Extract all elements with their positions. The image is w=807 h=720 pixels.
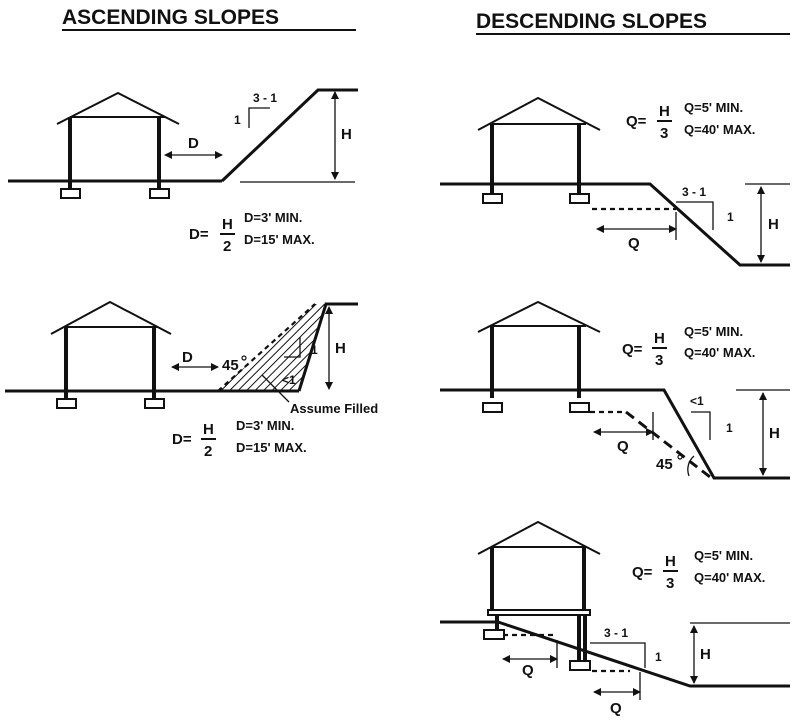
rise-label: 1	[727, 210, 734, 224]
slope-ratio-label: 3 - 1	[604, 626, 628, 640]
height-label: H	[768, 216, 779, 233]
slope-ratio-symbol	[590, 642, 646, 668]
svg-text:3: 3	[655, 352, 663, 369]
descending-title-group: DESCENDING SLOPES	[476, 10, 790, 35]
setback-formula: Q= H 3 Q=5' MIN. Q=40' MAX.	[622, 324, 755, 369]
assumed-fill-area	[218, 304, 326, 391]
height-label: H	[341, 126, 352, 143]
setback-formula: D= H 2 D=3' MIN. D=15' MAX.	[189, 210, 315, 255]
rise-label: 1	[234, 113, 241, 127]
setback-lower-label: Q	[610, 700, 622, 717]
svg-text:D=3' MIN.: D=3' MIN.	[236, 418, 294, 433]
svg-text:D=15' MAX.: D=15' MAX.	[244, 232, 315, 247]
descending-slope	[440, 388, 790, 480]
house-icon	[477, 520, 601, 671]
ascending-slope	[220, 88, 358, 183]
height-label: H	[700, 646, 711, 663]
svg-text:3: 3	[666, 575, 674, 592]
ascending-diagram-2: D 45 H 1 <1 Assume Filled D= H 2 D=3' MI…	[5, 300, 378, 460]
slope-ratio-symbol	[691, 411, 711, 440]
svg-text:Q=40' MAX.: Q=40' MAX.	[694, 570, 765, 585]
svg-text:H: H	[203, 421, 214, 438]
descending-diagram-2: Q <1 1 45 H Q= H 3 Q=5' MIN. Q=40' MAX.	[440, 300, 790, 480]
ascending-slopes-title: ASCENDING SLOPES	[62, 6, 279, 29]
rise-label: 1	[655, 650, 662, 664]
slope-ratio-label: <1	[282, 373, 296, 387]
setback-formula: D= H 2 D=3' MIN. D=15' MAX.	[172, 418, 307, 460]
svg-text:Q=5' MIN.: Q=5' MIN.	[684, 100, 743, 115]
setback-formula: Q= H 3 Q=5' MIN. Q=40' MAX.	[626, 100, 755, 142]
setback-upper-label: Q	[522, 662, 534, 679]
svg-text:D=15' MAX.: D=15' MAX.	[236, 440, 307, 455]
svg-text:Q=: Q=	[626, 113, 647, 130]
rise-label: 1	[311, 343, 318, 357]
descending-diagram-1: Q 3 - 1 1 H Q= H 3 Q=5' MIN. Q=40' MAX.	[440, 96, 790, 267]
ascending-diagram-1: D H 3 - 1 1 D= H 2 D=3' MIN. D=15' MAX.	[8, 88, 358, 255]
svg-text:Q=5' MIN.: Q=5' MIN.	[684, 324, 743, 339]
height-label: H	[335, 340, 346, 357]
svg-text:H: H	[659, 103, 670, 120]
angle-label: 45	[222, 357, 239, 374]
height-label: H	[769, 425, 780, 442]
fill-note: Assume Filled	[290, 401, 378, 416]
slope-ratio-label: 3 - 1	[253, 91, 277, 105]
setback-label: Q	[628, 235, 640, 252]
svg-text:2: 2	[223, 238, 231, 255]
setback-formula: Q= H 3 Q=5' MIN. Q=40' MAX.	[632, 548, 765, 592]
setback-label: D	[188, 135, 199, 152]
fill-note-leader	[261, 374, 290, 403]
svg-text:D=: D=	[189, 226, 209, 243]
slope-ratio-symbol	[248, 107, 270, 128]
svg-text:2: 2	[204, 443, 212, 460]
descending-diagram-3: Q Q 3 - 1 1 H Q= H 3 Q=5' MIN. Q=40' MAX…	[440, 520, 790, 717]
svg-text:Q=: Q=	[632, 564, 653, 581]
descending-slope	[440, 182, 790, 267]
slope-ratio-symbol	[284, 337, 301, 358]
svg-text:H: H	[222, 216, 233, 233]
ascending-title-group: ASCENDING SLOPES	[62, 6, 356, 31]
descending-slope	[440, 620, 790, 688]
svg-text:H: H	[665, 553, 676, 570]
angle-arc	[687, 455, 695, 477]
angle-label: 45	[656, 456, 673, 473]
ascending-slope	[297, 302, 358, 392]
svg-text:D=: D=	[172, 431, 192, 448]
setback-label: Q	[617, 438, 629, 455]
setback-label: D	[182, 349, 193, 366]
svg-text:D=3' MIN.: D=3' MIN.	[244, 210, 302, 225]
house-icon	[477, 300, 601, 413]
svg-text:Q=: Q=	[622, 341, 643, 358]
descending-slopes-title: DESCENDING SLOPES	[476, 10, 707, 33]
slope-ratio-label: 3 - 1	[682, 185, 706, 199]
slope-ratio-symbol	[676, 201, 714, 230]
svg-text:Q=40' MAX.: Q=40' MAX.	[684, 345, 755, 360]
svg-text:3: 3	[660, 125, 668, 142]
svg-text:Q=5' MIN.: Q=5' MIN.	[694, 548, 753, 563]
house-icon	[477, 96, 601, 204]
rise-label: 1	[726, 421, 733, 435]
svg-text:H: H	[654, 330, 665, 347]
svg-text:Q=40' MAX.: Q=40' MAX.	[684, 122, 755, 137]
house-icon	[50, 300, 172, 409]
house-icon	[56, 91, 180, 199]
slope-ratio-label: <1	[690, 394, 704, 408]
